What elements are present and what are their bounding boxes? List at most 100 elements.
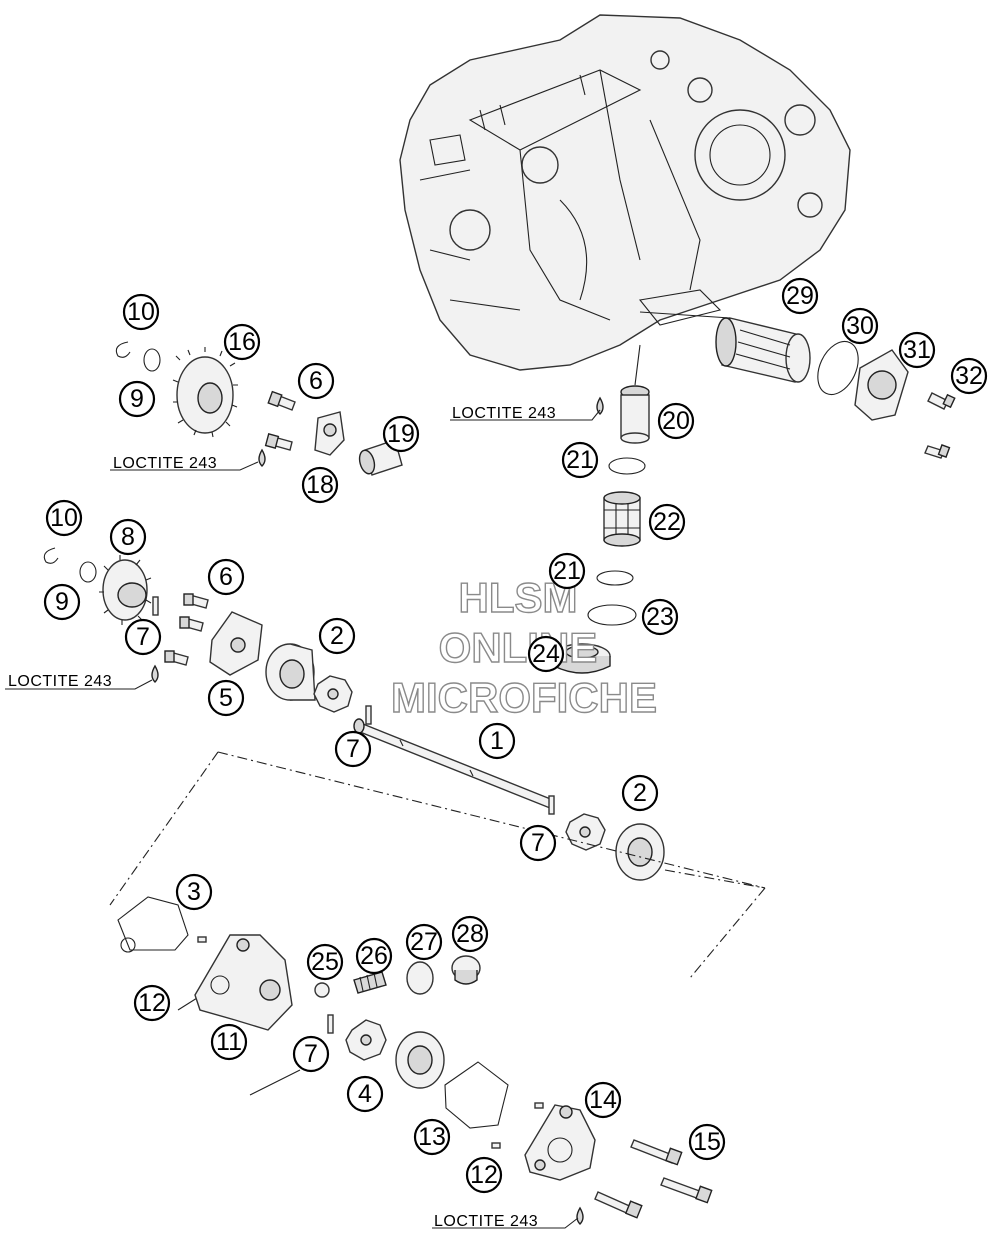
screw-6c: [183, 593, 209, 609]
oil-filter: [715, 317, 811, 383]
circlip-10a: [115, 341, 131, 358]
o-ring-21b: [596, 570, 634, 586]
bolt-15c: [594, 1191, 643, 1219]
svg-text:24: 24: [532, 640, 560, 668]
svg-text:18: 18: [306, 471, 334, 499]
callout-18: 18: [301, 466, 339, 504]
loctite-label-3: LOCTITE 243: [5, 673, 153, 690]
callout-28: 28: [451, 915, 489, 953]
callout-21b: 21: [548, 552, 586, 590]
svg-text:28: 28: [456, 920, 484, 948]
o-ring-21a: [608, 457, 646, 475]
washer-9a: [143, 348, 161, 372]
svg-text:10: 10: [127, 298, 155, 326]
svg-text:6: 6: [309, 367, 323, 395]
lower-pump-group: [117, 896, 713, 1225]
callout-6a: 6: [297, 362, 335, 400]
outer-rotor-2a: [265, 643, 316, 701]
loctite-label-2: LOCTITE 243: [110, 455, 259, 472]
callout-23: 23: [641, 598, 679, 636]
outer-rotor-2b: [615, 823, 665, 881]
loctite-drop-mid-left: [151, 664, 159, 683]
callout-21a: 21: [561, 441, 599, 479]
callout-1: 1: [478, 722, 516, 760]
engine-crankcase: [399, 14, 851, 371]
pin-7a: [152, 596, 159, 616]
oil-screen-group: [553, 344, 650, 674]
callout-25: 25: [306, 943, 344, 981]
pin-7b: [365, 705, 372, 725]
svg-text:32: 32: [955, 362, 983, 390]
callout-2b: 2: [621, 774, 659, 812]
callout-14: 14: [584, 1081, 622, 1119]
svg-text:MICROFICHE: MICROFICHE: [391, 674, 657, 721]
callout-16: 16: [223, 323, 261, 361]
svg-text:21: 21: [566, 446, 594, 474]
washer-9b: [79, 561, 97, 583]
svg-text:13: 13: [418, 1123, 446, 1151]
dowel-12c: [491, 1142, 501, 1149]
callout-20: 20: [657, 402, 695, 440]
svg-text:26: 26: [360, 942, 388, 970]
pin-7c: [548, 795, 555, 815]
loctite-drop-bottom: [576, 1206, 584, 1225]
svg-text:5: 5: [219, 684, 233, 712]
svg-text:14: 14: [589, 1086, 617, 1114]
filter-o-ring: [817, 340, 859, 396]
dowel-12a: [197, 936, 207, 943]
callout-7d: 7: [292, 1035, 330, 1073]
svg-text:3: 3: [187, 878, 201, 906]
pump-cover-14: [524, 1104, 596, 1181]
svg-text:10: 10: [50, 504, 78, 532]
svg-text:19: 19: [387, 420, 415, 448]
screw-6b: [264, 433, 293, 451]
callout-7a: 7: [124, 618, 162, 656]
callout-10b: 10: [45, 499, 83, 537]
callout-4: 4: [346, 1075, 384, 1113]
pump-housing-11: [194, 934, 293, 1031]
callout-11: 11: [210, 1023, 248, 1061]
callout-24: 24: [527, 635, 565, 673]
gear-8: [99, 555, 152, 625]
svg-text:7: 7: [531, 829, 545, 857]
svg-text:LOCTITE 243: LOCTITE 243: [113, 455, 217, 472]
svg-text:2: 2: [330, 622, 344, 650]
ball-25: [314, 982, 330, 998]
svg-text:27: 27: [410, 928, 438, 956]
callout-27: 27: [405, 923, 443, 961]
inner-rotor-2b: [565, 813, 606, 851]
outer-rotor-4: [395, 1031, 445, 1089]
callout-5: 5: [207, 679, 245, 717]
o-ring-23: [587, 604, 637, 626]
pin-7d: [327, 1014, 334, 1034]
svg-text:LOCTITE 243: LOCTITE 243: [452, 405, 556, 422]
callout-26: 26: [355, 937, 393, 975]
watermark: HLSM ONLINE MICROFICHE: [390, 573, 657, 721]
callout-31: 31: [898, 331, 936, 369]
svg-text:11: 11: [216, 1028, 242, 1056]
callout-6b: 6: [207, 558, 245, 596]
loctite-drop-screen: [596, 396, 604, 415]
pump-shaft-1: [353, 718, 554, 809]
svg-text:1: 1: [490, 727, 504, 755]
svg-text:31: 31: [903, 336, 931, 364]
callout-9a: 9: [118, 380, 156, 418]
rotor-shaft-group: [265, 643, 665, 881]
svg-text:ONLINE: ONLINE: [439, 624, 598, 671]
callout-9b: 9: [43, 583, 81, 621]
oil-filter-group: [639, 311, 956, 459]
svg-text:7: 7: [136, 623, 150, 651]
svg-text:9: 9: [55, 588, 69, 616]
svg-text:25: 25: [311, 948, 339, 976]
svg-text:6: 6: [219, 563, 233, 591]
oil-filter-cover: [854, 349, 909, 421]
sprocket-16: [172, 347, 238, 438]
svg-text:HLSM: HLSM: [459, 574, 578, 621]
svg-text:7: 7: [346, 735, 360, 763]
callout-10a: 10: [122, 293, 160, 331]
svg-text:8: 8: [121, 523, 135, 551]
callout-19: 19: [382, 415, 420, 453]
svg-text:7: 7: [304, 1040, 318, 1068]
plug-28: [451, 955, 481, 985]
dowel-12b: [534, 1102, 544, 1109]
